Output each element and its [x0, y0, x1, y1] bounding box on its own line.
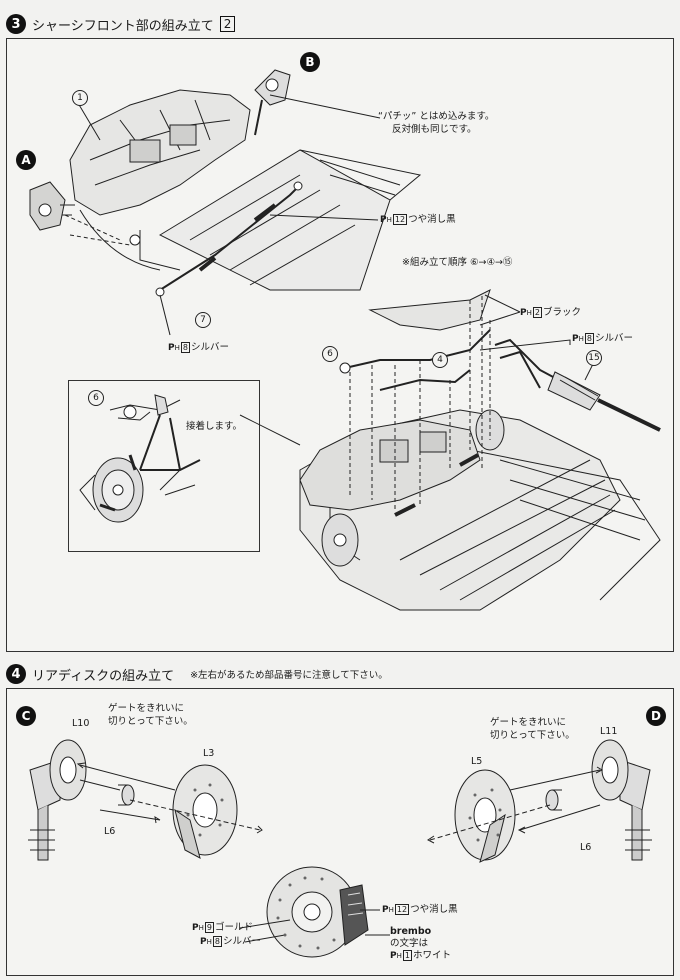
part-l11-label: L11: [600, 726, 618, 737]
right-gate-line1: ゲートをきれいに: [490, 717, 567, 728]
part-4-label: 4: [432, 352, 448, 368]
step4-title: リアディスクの組み立て: [32, 668, 175, 684]
paint-number: 9: [204, 922, 214, 933]
paint-name: つや消し黒: [408, 214, 456, 225]
left-gate-line1: ゲートをきれいに: [108, 703, 185, 714]
paint-prefix: P: [572, 334, 579, 344]
step3-box-number: 2: [219, 16, 236, 32]
paint-name: ゴールド: [214, 922, 253, 933]
left-gate-note: ゲートをきれいに 切りとって下さい。: [108, 702, 193, 728]
marker-b: B: [300, 52, 320, 72]
snap-note-line1: “パチッ” とはめ込みます。: [378, 111, 495, 122]
marker-c: C: [16, 706, 36, 726]
paint-number: 2: [532, 307, 542, 318]
paint-name: シルバー: [190, 342, 229, 353]
assembly-order-note: ※組み立て順序 ⑥→④→⑮: [402, 257, 513, 268]
paint-number: 8: [584, 333, 594, 344]
part-15-label: 15: [586, 350, 602, 366]
detail-part-6-label: 6: [88, 390, 104, 406]
paint-sub: H: [396, 952, 402, 960]
paint-prefix: P: [192, 923, 199, 933]
paint-prefix: P: [520, 308, 527, 318]
part-l6-left-label: L6: [104, 826, 116, 837]
paint-sub: H: [174, 344, 180, 352]
part-l10-label: L10: [72, 718, 90, 729]
paint-sub: H: [386, 216, 392, 224]
glue-note: 接着します。: [186, 421, 243, 432]
paint-name: つや消し黒: [410, 904, 458, 915]
step4-number: 4: [6, 664, 26, 684]
paint-sub: H: [388, 906, 394, 914]
step4-note: ※左右があるため部品番号に注意して下さい。: [190, 670, 388, 681]
paint-number: 8: [212, 936, 222, 947]
paint-number: 1: [402, 950, 412, 961]
part-7-label: 7: [195, 312, 211, 328]
paint-prefix: P: [200, 937, 207, 947]
left-gate-line2: 切りとって下さい。: [108, 716, 193, 727]
brembo-word: brembo: [390, 926, 432, 937]
marker-d: D: [646, 706, 666, 726]
paint-prefix: P: [380, 215, 387, 225]
step3-number: 3: [6, 14, 26, 34]
paint-name: シルバー: [594, 333, 633, 344]
marker-a: A: [16, 150, 36, 170]
step3-title: シャーシフロント部の組み立て: [32, 18, 214, 34]
step4-heading: 4 リアディスクの組み立て ※左右があるため部品番号に注意して下さい。: [6, 664, 388, 684]
paint-number: 12: [394, 904, 410, 915]
part-6-label: 6: [322, 346, 338, 362]
paint-prefix: P: [390, 951, 397, 961]
paint-name: ブラック: [542, 307, 581, 318]
paint-name: シルバー: [222, 936, 261, 947]
paint-number: 8: [180, 342, 190, 353]
paint-sub: H: [206, 938, 212, 946]
paint-prefix: P: [168, 343, 175, 353]
paint-number: 12: [392, 214, 408, 225]
paint-sub: H: [198, 924, 204, 932]
paint-prefix: P: [382, 905, 389, 915]
part-l5-label: L5: [471, 756, 483, 767]
part-l3-label: L3: [203, 748, 215, 759]
paint-sub: H: [578, 335, 584, 343]
right-gate-line2: 切りとって下さい。: [490, 730, 575, 741]
part-1-label: 1: [72, 90, 88, 106]
paint-name: ホワイト: [412, 950, 451, 961]
snap-note-line2: 反対側も同じです。: [392, 124, 477, 135]
paint-sub: H: [526, 309, 532, 317]
snap-note: “パチッ” とはめ込みます。 反対側も同じです。: [378, 110, 494, 136]
step3-heading: 3 シャーシフロント部の組み立て 2: [6, 14, 236, 34]
part-l6-right-label: L6: [580, 842, 592, 853]
brembo-line2: の文字は: [390, 938, 429, 949]
right-gate-note: ゲートをきれいに 切りとって下さい。: [490, 716, 575, 742]
